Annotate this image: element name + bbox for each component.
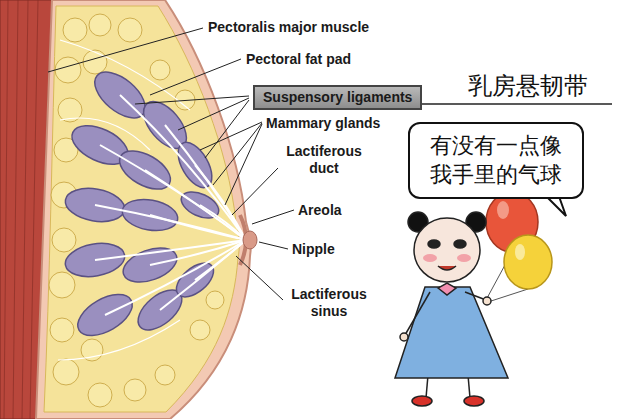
ducts [58, 40, 246, 360]
nipple [243, 231, 257, 249]
balloons [486, 192, 552, 302]
part-label: Pectoralis major muscle [208, 19, 369, 36]
muscle-striations [4, 0, 38, 419]
part-label: 乳房悬韧带 [468, 72, 588, 101]
speech-bubble: 有没有一点像 我手里的气球 [408, 122, 584, 199]
fat-pad [44, 6, 239, 412]
part-label: Lactiferous sinus [283, 286, 375, 320]
leader-lines [48, 28, 612, 300]
part-label: Nipple [292, 241, 335, 258]
part-label: Mammary glands [266, 115, 380, 132]
part-label: Lactiferous duct [278, 143, 370, 177]
part-label: Pectoral fat pad [246, 51, 351, 68]
highlight-box: Suspensory ligaments [253, 85, 422, 110]
fat-lobules [49, 14, 224, 407]
gland-lobes [63, 63, 223, 343]
breast-skin [36, 0, 251, 419]
cartoon-girl [395, 212, 508, 406]
node-text: 有没有一点像 我手里的气球 [422, 132, 570, 189]
node-text: Suspensory ligaments [263, 89, 412, 106]
part-label: Areola [298, 202, 342, 219]
